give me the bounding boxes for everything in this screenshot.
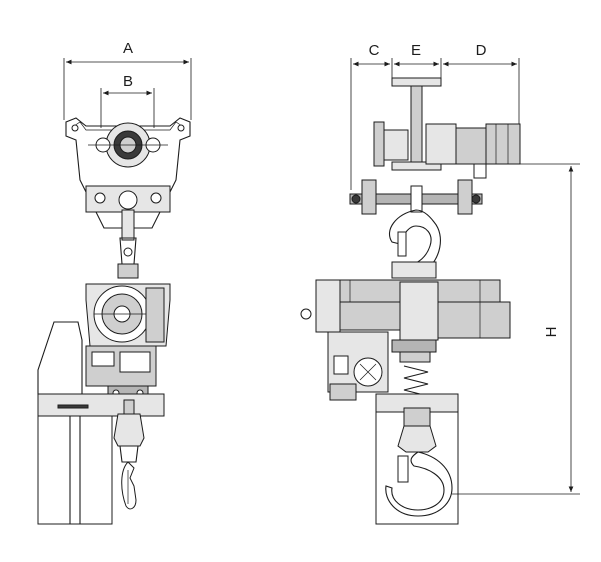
dimension-d-label: D [476, 42, 487, 59]
upper-hook [389, 209, 441, 271]
side-view: C E D [300, 42, 580, 525]
i-beam [391, 77, 442, 171]
hook-front [113, 399, 145, 510]
trolley-side [349, 121, 521, 215]
dimension-c-label: C [369, 42, 380, 59]
dimension-b-label: B [123, 73, 133, 90]
dimension-e-label: E [411, 42, 421, 59]
trolley-frame [65, 117, 191, 229]
front-view: A B [37, 40, 192, 525]
lower-hook-side [385, 425, 453, 517]
dimension-a: A [63, 40, 192, 120]
dimension-h: H [452, 163, 580, 495]
hoist-body-side [300, 261, 511, 401]
hoist-body-front [85, 283, 171, 401]
dimension-b: B [100, 73, 155, 128]
dimension-a-label: A [123, 40, 133, 57]
suspension-link [117, 209, 139, 279]
dimension-h-label: H [543, 327, 560, 338]
